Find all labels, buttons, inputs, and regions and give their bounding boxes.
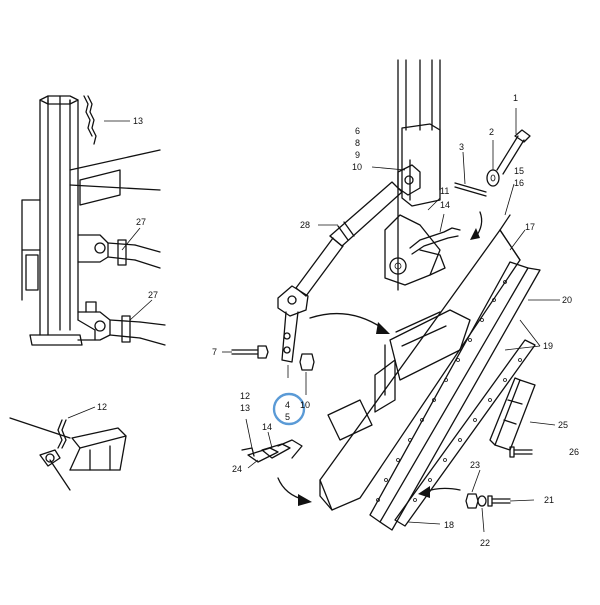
callout-7: 7 — [212, 347, 217, 357]
callout-14-top: 14 — [440, 200, 450, 210]
pin-3-drawing — [454, 182, 487, 197]
callout-13: 13 — [240, 403, 250, 413]
callout-18: 18 — [444, 520, 454, 530]
hook-inset-drawing — [9, 417, 127, 491]
chain-24-drawing — [241, 439, 303, 463]
hydraulic-cylinder-drawing — [277, 181, 403, 363]
callout-25: 25 — [558, 420, 568, 430]
callout-23: 23 — [470, 460, 480, 470]
callout-9: 9 — [355, 150, 360, 160]
callout-12: 12 — [240, 391, 250, 401]
flow-arrows — [277, 211, 483, 506]
callout-19: 19 — [543, 341, 553, 351]
callout-17: 17 — [525, 222, 535, 232]
leader-lines — [67, 108, 560, 533]
callout-labels: 1 2 3 6 8 9 10 11 14 15 16 17 13 27 27 2… — [97, 93, 579, 548]
callout-11: 11 — [440, 186, 449, 196]
end-bit-25-drawing — [489, 377, 536, 451]
callout-4: 4 — [285, 400, 290, 410]
main-mast-drawing — [384, 59, 461, 291]
callout-8: 8 — [355, 138, 360, 148]
highlight-circle — [272, 392, 306, 426]
callout-3: 3 — [459, 142, 464, 152]
bolt-7-drawing — [231, 345, 269, 359]
callout-24: 24 — [232, 464, 242, 474]
nut-10-drawing — [299, 353, 315, 371]
callout-21: 21 — [544, 495, 554, 505]
callout-10: 10 — [300, 400, 310, 410]
callout-13-inset: 13 — [133, 116, 143, 126]
callout-15: 15 — [514, 166, 524, 176]
callout-14: 14 — [262, 422, 272, 432]
callout-12-inset: 12 — [97, 402, 107, 412]
callout-27-upper: 27 — [136, 217, 146, 227]
washer-2-drawing — [486, 169, 500, 187]
callout-28: 28 — [300, 220, 310, 230]
callout-5: 5 — [285, 412, 290, 422]
mast-inset-drawing — [21, 95, 166, 346]
callout-27-lower: 27 — [148, 290, 158, 300]
callout-20: 20 — [562, 295, 572, 305]
bolt-26-drawing — [509, 446, 533, 458]
callout-10-top: 10 — [352, 162, 362, 172]
bolt-1-drawing — [496, 129, 531, 175]
hardware-21-22-23-drawing — [465, 493, 511, 509]
callout-16: 16 — [514, 178, 524, 188]
callout-2: 2 — [489, 127, 494, 137]
callout-1: 1 — [513, 93, 518, 103]
callout-22: 22 — [480, 538, 490, 548]
callout-6: 6 — [355, 126, 360, 136]
callout-26: 26 — [569, 447, 579, 457]
blade-assembly-drawing — [319, 214, 541, 531]
